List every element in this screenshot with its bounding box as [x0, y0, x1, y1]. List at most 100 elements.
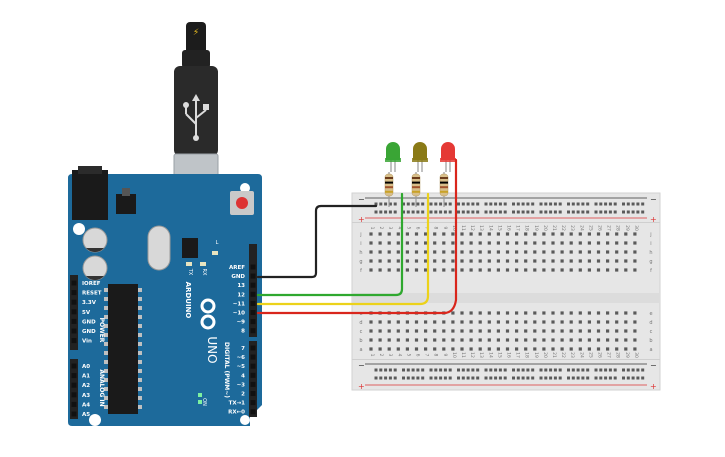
rail-hole[interactable] [457, 368, 460, 372]
breadboard-hole[interactable] [596, 232, 601, 236]
breadboard-hole[interactable] [369, 232, 373, 236]
header-pin-socket[interactable] [250, 409, 256, 415]
breadboard-hole[interactable] [387, 268, 391, 272]
rail-hole[interactable] [622, 368, 625, 372]
breadboard-hole[interactable] [433, 268, 437, 272]
rail-hole[interactable] [608, 210, 612, 214]
rail-hole[interactable] [567, 202, 570, 206]
breadboard-hole[interactable] [551, 241, 555, 245]
breadboard-hole[interactable] [424, 268, 428, 272]
rail-hole[interactable] [489, 202, 493, 206]
rail-hole[interactable] [416, 376, 420, 380]
rail-hole[interactable] [421, 376, 425, 380]
breadboard-hole[interactable] [469, 347, 473, 351]
breadboard-hole[interactable] [487, 347, 491, 351]
breadboard-hole[interactable] [524, 268, 528, 272]
breadboard-hole[interactable] [442, 329, 446, 333]
resistor[interactable] [384, 173, 394, 197]
breadboard-hole[interactable] [460, 241, 464, 245]
breadboard-hole[interactable] [424, 241, 428, 245]
rail-hole[interactable] [374, 210, 378, 214]
breadboard-hole[interactable] [387, 250, 391, 254]
rail-hole[interactable] [581, 368, 585, 372]
breadboard-hole[interactable] [542, 259, 546, 263]
rail-hole[interactable] [388, 376, 392, 380]
rail-hole[interactable] [636, 202, 640, 206]
breadboard-hole[interactable] [569, 232, 573, 236]
breadboard-hole[interactable] [478, 268, 482, 272]
rail-hole[interactable] [599, 368, 603, 372]
rail-hole[interactable] [461, 202, 465, 206]
breadboard-hole[interactable] [633, 268, 637, 272]
breadboard-hole[interactable] [624, 311, 628, 315]
rail-hole[interactable] [613, 202, 617, 206]
rail-hole[interactable] [476, 368, 480, 372]
breadboard-hole[interactable] [515, 347, 519, 351]
breadboard-hole[interactable] [387, 259, 391, 263]
rail-hole[interactable] [421, 202, 425, 206]
breadboard-hole[interactable] [405, 241, 409, 245]
rail-hole[interactable] [631, 376, 635, 380]
rail-hole[interactable] [608, 202, 612, 206]
rail-hole[interactable] [553, 376, 557, 380]
rail-hole[interactable] [406, 202, 410, 206]
header-pin-socket[interactable] [250, 372, 256, 378]
header-pin-socket[interactable] [71, 363, 77, 369]
rail-hole[interactable] [516, 368, 520, 372]
rail-hole[interactable] [498, 202, 502, 206]
breadboard-hole[interactable] [378, 338, 382, 342]
rail-hole[interactable] [448, 376, 452, 380]
rail-hole[interactable] [489, 368, 493, 372]
breadboard-hole[interactable] [624, 338, 628, 342]
rail-hole[interactable] [484, 376, 488, 380]
rail-hole[interactable] [521, 376, 525, 380]
rail-hole[interactable] [604, 368, 608, 372]
breadboard-hole[interactable] [387, 329, 391, 333]
rail-hole[interactable] [443, 376, 447, 380]
rail-hole[interactable] [379, 210, 383, 214]
rail-hole[interactable] [498, 210, 502, 214]
rail-hole[interactable] [622, 202, 625, 206]
breadboard-hole[interactable] [524, 250, 528, 254]
breadboard-hole[interactable] [596, 241, 601, 245]
breadboard-hole[interactable] [378, 268, 382, 272]
breadboard-hole[interactable] [524, 338, 528, 342]
breadboard-hole[interactable] [433, 232, 437, 236]
rail-hole[interactable] [406, 210, 410, 214]
rail-hole[interactable] [498, 368, 502, 372]
breadboard-hole[interactable] [533, 250, 537, 254]
rail-hole[interactable] [567, 368, 570, 372]
breadboard-hole[interactable] [596, 311, 601, 315]
breadboard-hole[interactable] [533, 232, 537, 236]
breadboard-hole[interactable] [378, 241, 382, 245]
rail-hole[interactable] [549, 376, 553, 380]
breadboard-hole[interactable] [451, 232, 455, 236]
breadboard-hole[interactable] [487, 232, 491, 236]
breadboard-hole[interactable] [587, 250, 591, 254]
rail-hole[interactable] [429, 376, 433, 380]
reset-button-cap[interactable] [236, 197, 248, 209]
rail-hole[interactable] [379, 376, 383, 380]
breadboard-hole[interactable] [505, 250, 510, 254]
breadboard-hole[interactable] [615, 250, 619, 254]
breadboard-hole[interactable] [396, 329, 400, 333]
breadboard-hole[interactable] [487, 311, 491, 315]
breadboard-hole[interactable] [424, 338, 428, 342]
breadboard-hole[interactable] [387, 338, 391, 342]
breadboard-hole[interactable] [578, 311, 582, 315]
breadboard-hole[interactable] [515, 250, 519, 254]
rail-hole[interactable] [526, 368, 530, 372]
breadboard-hole[interactable] [505, 347, 510, 351]
rail-hole[interactable] [526, 210, 530, 214]
rail-hole[interactable] [636, 368, 640, 372]
rail-hole[interactable] [544, 368, 548, 372]
breadboard-hole[interactable] [451, 347, 455, 351]
breadboard-hole[interactable] [396, 347, 400, 351]
breadboard-hole[interactable] [469, 268, 473, 272]
breadboard-hole[interactable] [606, 347, 610, 351]
breadboard-hole[interactable] [478, 329, 482, 333]
breadboard-hole[interactable] [369, 347, 373, 351]
breadboard-hole[interactable] [624, 320, 628, 324]
breadboard-hole[interactable] [533, 347, 537, 351]
breadboard-hole[interactable] [578, 232, 582, 236]
